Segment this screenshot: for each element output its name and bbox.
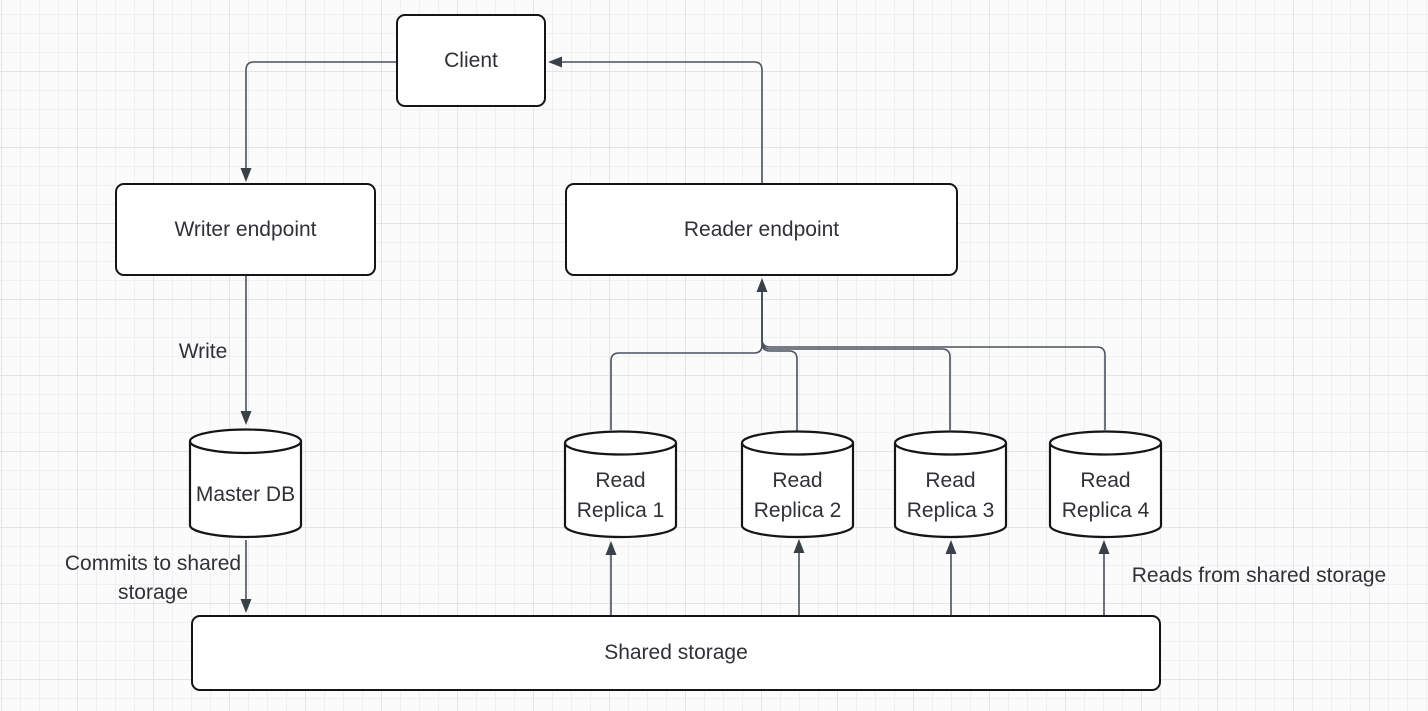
node-client[interactable]: Client xyxy=(396,14,546,107)
node-read-replica-1[interactable]: Read Replica 1 xyxy=(563,430,678,540)
edge-replica1-to-reader xyxy=(610,285,763,430)
node-writer-endpoint-label: Writer endpoint xyxy=(174,217,317,241)
edge-label-commits-line1: Commits to shared xyxy=(64,552,242,575)
node-read-replica-3[interactable]: Read Replica 3 xyxy=(893,430,1008,540)
database-cylinder-shape xyxy=(563,430,678,539)
edge-replica4-to-reader xyxy=(761,285,1106,430)
arrowhead-into-shared-storage xyxy=(240,599,252,613)
node-shared-storage[interactable]: Shared storage xyxy=(191,615,1161,691)
node-reader-endpoint[interactable]: Reader endpoint xyxy=(565,183,958,276)
node-read-replica-2-line2: Replica 2 xyxy=(753,499,842,522)
arrowhead-into-masterdb xyxy=(240,411,252,425)
node-client-label: Client xyxy=(444,48,498,72)
database-cylinder-shape xyxy=(893,430,1008,539)
node-master-db-label: Master DB xyxy=(195,483,296,506)
edge-label-commits-to-shared-storage: Commits to shared storage xyxy=(33,549,273,607)
database-cylinder-shape xyxy=(1048,430,1163,539)
node-shared-storage-label: Shared storage xyxy=(604,641,748,664)
arrowhead-into-replica1 xyxy=(605,541,617,555)
node-read-replica-4-line2: Replica 4 xyxy=(1061,499,1150,522)
edge-label-write: Write xyxy=(178,340,228,363)
node-read-replica-1-line2: Replica 1 xyxy=(576,499,665,522)
arrowhead-into-replica3 xyxy=(945,540,957,554)
node-read-replica-2-line1: Read xyxy=(772,469,823,492)
node-read-replica-3-line1: Read xyxy=(925,469,976,492)
database-cylinder-shape xyxy=(740,430,855,539)
arrowhead-into-writer-endpoint xyxy=(240,168,252,182)
node-read-replica-3-line2: Replica 3 xyxy=(906,499,995,522)
node-master-db[interactable]: Master DB xyxy=(188,428,303,540)
arrowhead-into-client xyxy=(548,56,562,68)
node-read-replica-1-line1: Read xyxy=(595,469,646,492)
arrowhead-into-replica4 xyxy=(1098,540,1110,554)
edge-replica3-to-reader xyxy=(761,285,951,430)
arrowhead-into-reader-endpoint xyxy=(756,278,768,292)
edge-label-reads-from-shared-storage: Reads from shared storage xyxy=(1131,564,1387,587)
node-read-replica-2[interactable]: Read Replica 2 xyxy=(740,430,855,540)
node-read-replica-4[interactable]: Read Replica 4 xyxy=(1048,430,1163,540)
node-writer-endpoint[interactable]: Writer endpoint xyxy=(115,183,376,276)
arrowhead-into-replica2 xyxy=(793,539,805,553)
edge-label-commits-line2: storage xyxy=(117,581,189,604)
edge-client-to-writer xyxy=(245,61,396,168)
node-reader-endpoint-label: Reader endpoint xyxy=(683,217,840,241)
node-read-replica-4-line1: Read xyxy=(1080,469,1131,492)
edge-reader-to-client xyxy=(562,61,763,183)
edge-replica2-to-reader xyxy=(761,285,798,431)
database-cylinder-shape xyxy=(188,428,303,539)
